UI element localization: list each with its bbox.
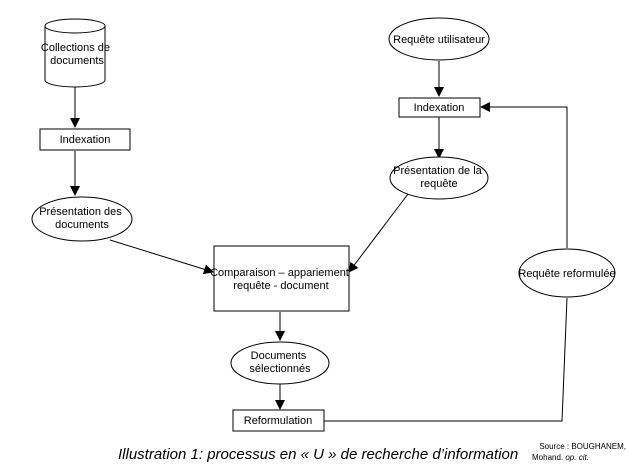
connectors <box>70 61 568 422</box>
node-label-line: Requête utilisateur <box>393 34 485 46</box>
node-label-line: sélectionnés <box>249 363 311 375</box>
node-label-line: Reformulation <box>244 415 312 427</box>
node-label-line: Présentation de la <box>393 165 483 177</box>
node-label-line: Requête reformulée <box>518 268 615 280</box>
node-presentation-des-documents: Présentation des documents <box>31 196 133 242</box>
cylinder-shape <box>44 26 106 88</box>
node-reformulation: Reformulation <box>232 409 325 432</box>
ellipse-shape <box>518 248 616 298</box>
svg-text:Présentation des documen: Présentation des documents <box>39 206 125 231</box>
arrow-presentation-requete-to-comparaison <box>348 193 409 273</box>
box-shape <box>232 409 325 432</box>
node-indexation-left: Indexation <box>39 128 131 151</box>
source-note: Source : BOUGHANEM, Mohand. op. cit. <box>518 441 626 463</box>
node-label-line: Comparaison – appariement <box>210 267 349 279</box>
node-label-line: Indexation <box>414 102 465 114</box>
node-collections-de-documents: Collections de documents <box>41 18 113 88</box>
box-shape <box>39 128 131 151</box>
figure-caption: Illustration 1: processus en « U » de re… <box>118 446 519 463</box>
node-label-line: Collections de <box>41 42 110 54</box>
node-comparaison-appariement: Comparaison – appariement requête - docu… <box>210 245 352 312</box>
ellipse-shape <box>230 341 330 385</box>
ellipse-shape <box>31 196 133 242</box>
node-label-line: requête - document <box>233 280 328 292</box>
node-label-line: Documents <box>251 350 307 362</box>
source-line-2: Mohand. op. cit. <box>518 452 626 463</box>
source-op-cit: op. cit. <box>565 453 589 462</box>
node-requete-utilisateur: Requête utilisateur <box>388 17 490 61</box>
box-shape <box>398 97 481 118</box>
node-label-line: requête <box>420 178 457 190</box>
svg-text:Indexation: Indexation <box>414 102 465 114</box>
node-label-line: documents <box>55 219 109 231</box>
process-diagram: Collections de documents Indexation Prés… <box>31 17 616 432</box>
svg-text:Collections de documents: Collections de documents <box>41 42 113 67</box>
arrow-requete-reformulee-to-indexation <box>480 102 568 248</box>
node-documents-selectionnes: Documents sélectionnés <box>230 341 330 385</box>
source-line-1: Source : BOUGHANEM, <box>539 442 626 451</box>
arrow-presentation-docs-to-comparaison <box>109 239 214 275</box>
ellipse-shape <box>389 156 489 200</box>
node-label-line: Présentation des <box>39 206 122 218</box>
svg-text:Indexation: Indexation <box>60 134 111 146</box>
line-reformulation-to-requete-reformulee <box>324 297 568 422</box>
svg-text:Reformulation: Reformulation <box>244 415 312 427</box>
source-author: Mohand. <box>532 453 566 462</box>
node-indexation-right: Indexation <box>398 97 481 118</box>
svg-text:Présentation de la requê: Présentation de la requête <box>393 165 485 190</box>
ellipse-shape <box>388 17 490 61</box>
svg-text:Documents sélectionnés: Documents sélectionnés <box>249 350 311 375</box>
svg-text:Requête utilisateur: Requête utilisateur <box>393 34 485 46</box>
node-presentation-de-la-requete: Présentation de la requête <box>389 156 489 200</box>
node-requete-reformulee: Requête reformulée <box>518 248 616 298</box>
cylinder-top <box>44 18 106 34</box>
svg-text:Requête reformulée: Requête reformulée <box>518 268 615 280</box>
svg-text:Comparaison – appariement: Comparaison – appariement requête - docu… <box>210 267 352 292</box>
box-shape <box>213 245 350 312</box>
node-label-line: documents <box>50 55 104 67</box>
node-label-line: Indexation <box>60 134 111 146</box>
